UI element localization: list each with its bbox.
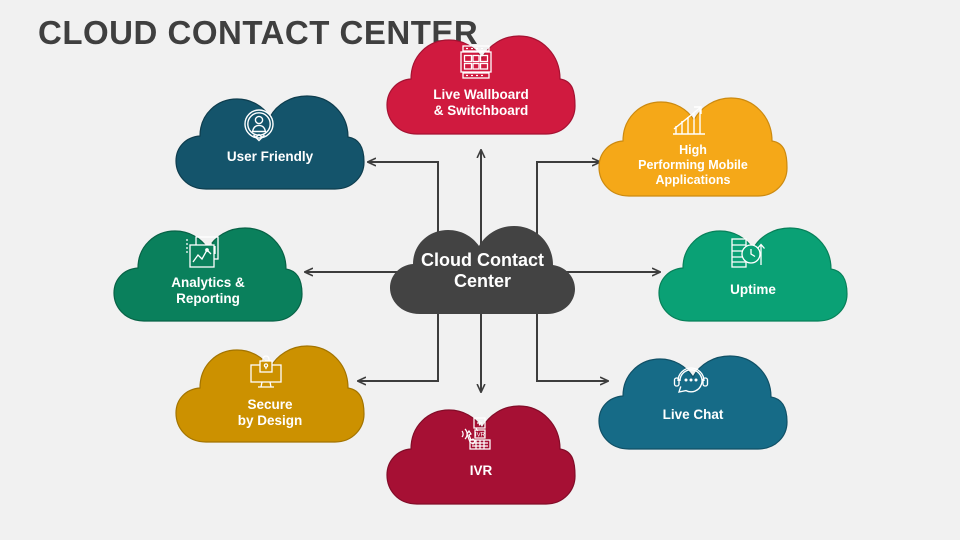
- cloud-shape-live-chat: [598, 355, 788, 450]
- cloud-shape-center: [390, 226, 575, 314]
- node-live-wallboard[interactable]: Live Wallboard & Switchboard: [386, 30, 576, 140]
- node-uptime[interactable]: Uptime: [658, 222, 848, 327]
- page-title: CLOUD CONTACT CENTER: [38, 14, 479, 51]
- node-secure-by-design[interactable]: Secure by Design: [175, 340, 365, 448]
- node-analytics-reporting[interactable]: Analytics & Reporting: [113, 222, 303, 327]
- cloud-shape-ivr: [386, 405, 576, 505]
- cloud-shape-live-wallboard: [386, 35, 576, 135]
- node-live-chat[interactable]: Live Chat: [598, 350, 788, 455]
- cloud-shape-analytics-reporting: [113, 227, 303, 322]
- node-ivr[interactable]: IVR IVR: [386, 400, 576, 510]
- cloud-shape-mobile-applications: [598, 97, 788, 197]
- cloud-shape-user-friendly: [175, 95, 365, 190]
- node-user-friendly[interactable]: User Friendly: [175, 90, 365, 195]
- cloud-shape-secure-by-design: [175, 345, 365, 443]
- center-node[interactable]: Cloud Contact Center: [390, 222, 575, 320]
- cloud-shape-uptime: [658, 227, 848, 322]
- node-mobile-applications[interactable]: High Performing Mobile Applications: [598, 92, 788, 202]
